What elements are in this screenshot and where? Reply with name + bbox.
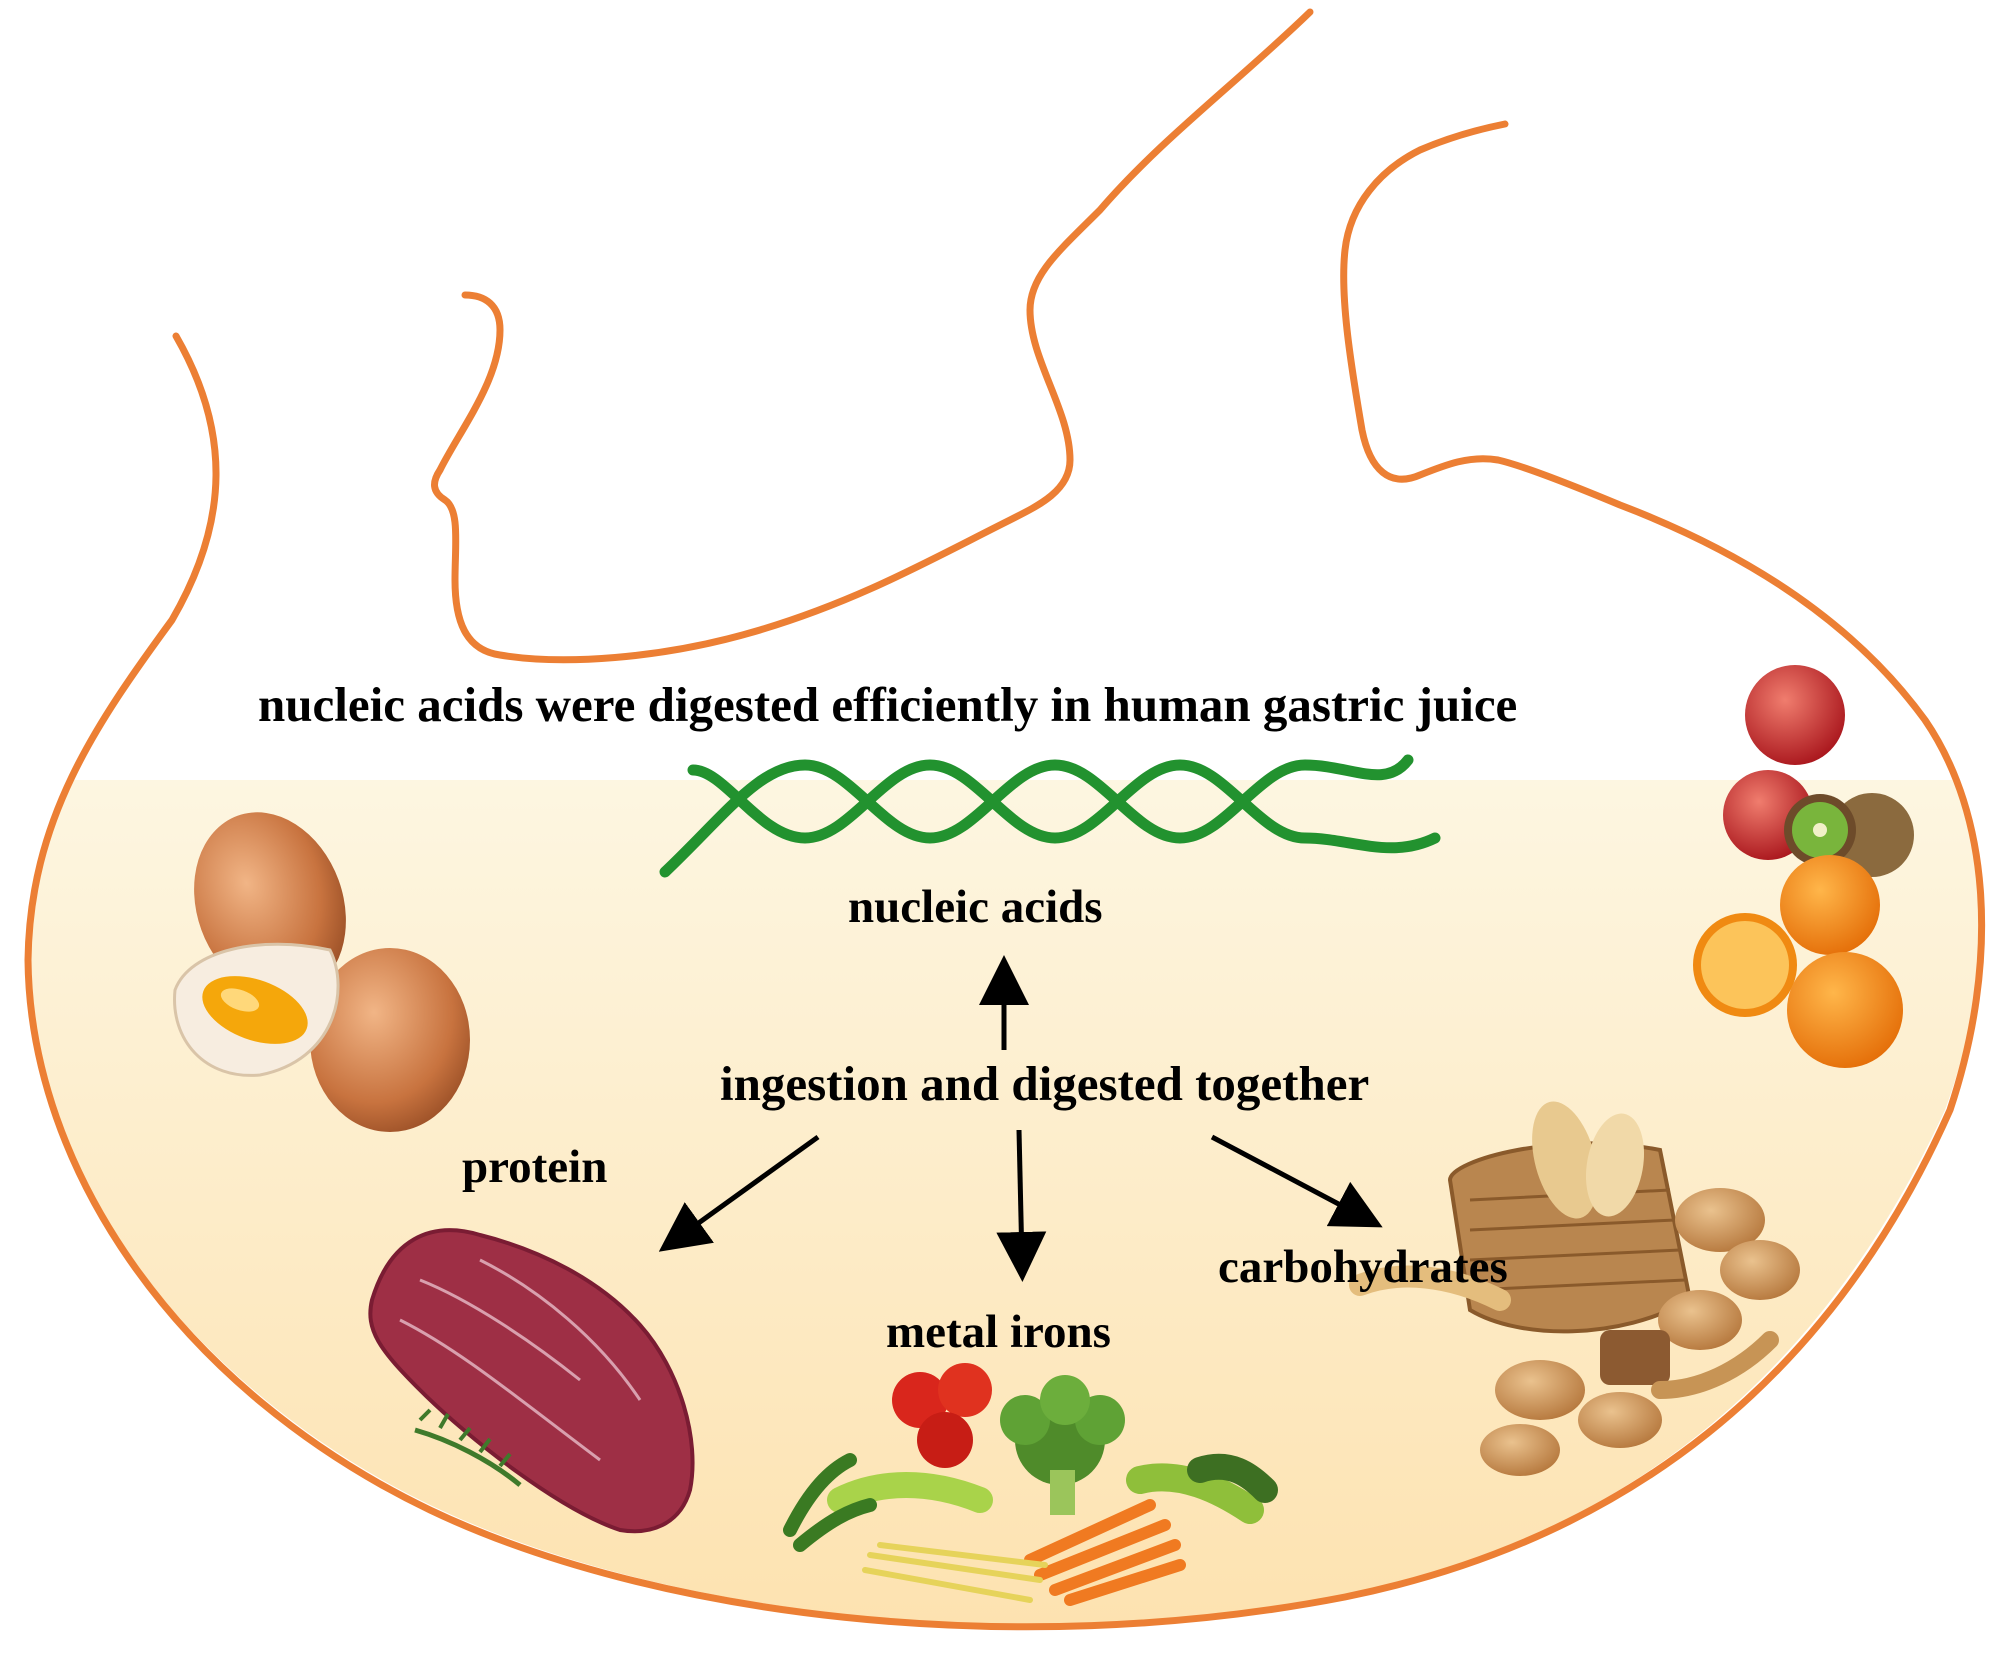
fruit-illustration (1693, 665, 1914, 1068)
stomach-outline (24, 120, 1986, 1631)
carbohydrates-label: carbohydrates (1218, 1241, 1508, 1293)
ingestion-label: ingestion and digested together (720, 1056, 1370, 1111)
protein-label: protein (462, 1141, 608, 1193)
arrow-to-protein (658, 1134, 820, 1252)
eggs-illustration (173, 812, 470, 1132)
dna-helix (659, 754, 1441, 878)
metal-irons-label: metal irons (886, 1306, 1111, 1358)
bread-basket-illustration (1349, 1101, 1800, 1476)
nucleic-acids-label: nucleic acids (848, 881, 1103, 933)
arrow-to-carbohydrates (1210, 1134, 1383, 1228)
esophagus-left-wall (431, 8, 1314, 664)
meat-illustration (368, 1228, 695, 1534)
arrow-to-metal-irons (996, 1129, 1047, 1282)
arrows (658, 955, 1383, 1282)
vegetables-illustration (783, 1363, 1278, 1606)
diagram-title: nucleic acids were digested efficiently … (258, 677, 1518, 732)
